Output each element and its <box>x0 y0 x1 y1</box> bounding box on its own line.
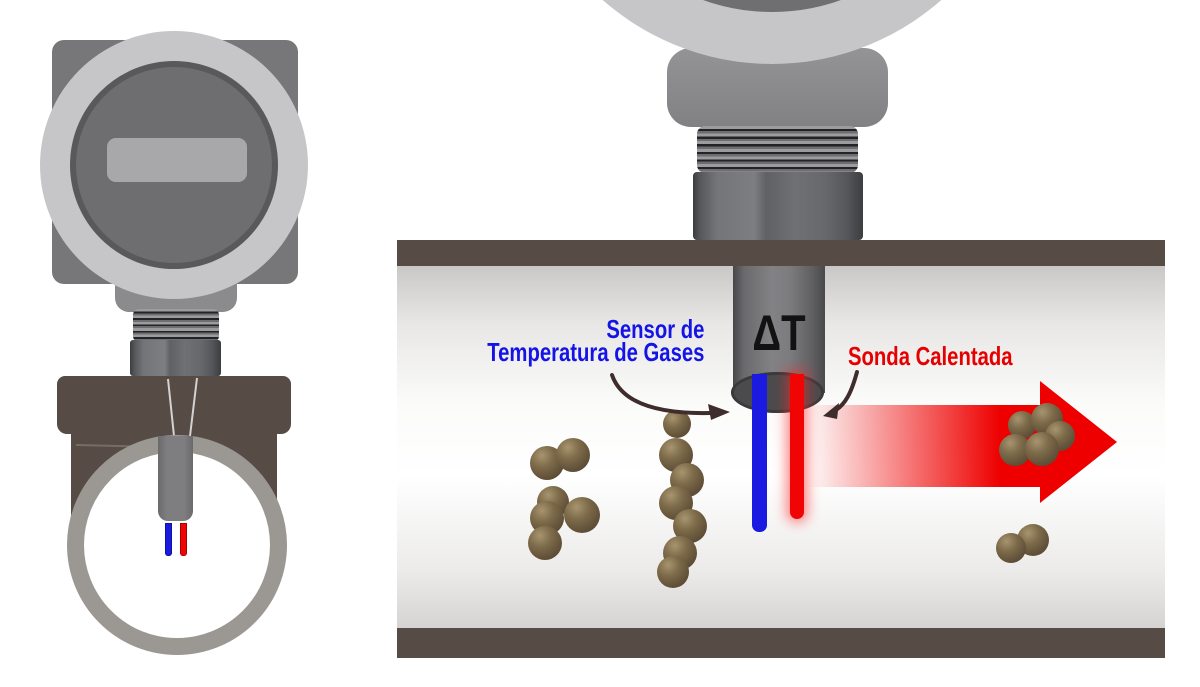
gas-sensor-label-line2: Temperatura de Gases <box>486 337 704 367</box>
threaded-fitting <box>133 309 219 342</box>
insertion-probe-tube <box>733 260 825 393</box>
cold-sensor-wire <box>165 523 172 556</box>
delta-t-label: ΔT <box>752 305 806 361</box>
gas-temperature-sensor-label: Sensor de Temperatura de Gases <box>486 314 704 367</box>
pipe-wall-bottom <box>397 628 1165 658</box>
probe-tube-end-cap <box>731 372 824 413</box>
heated-probe-rod <box>790 374 804 519</box>
gas-sensor-label-line1: Sensor de <box>605 314 704 344</box>
compression-nut-side <box>693 172 863 240</box>
pipe-wall-top <box>397 240 1165 266</box>
insertion-probe-front <box>158 436 193 521</box>
heated-probe-label: Sonda Calentada <box>848 341 1013 371</box>
gas-temperature-sensor-rod <box>752 374 767 532</box>
heated-sensor-wire <box>180 523 187 556</box>
threaded-fitting-side <box>697 126 858 173</box>
compression-nut <box>130 340 221 376</box>
lcd-display-window <box>107 138 247 182</box>
